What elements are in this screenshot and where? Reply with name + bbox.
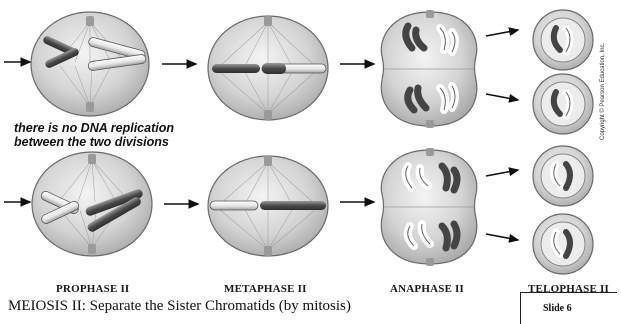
label-prophase: PROPHASE II (56, 283, 129, 295)
telophase-cell-3 (533, 146, 593, 206)
page-title: MEIOSIS II: Separate the Sister Chromati… (8, 298, 351, 315)
anaphase-cell-bottom (381, 148, 477, 266)
metaphase-cell-top (208, 16, 328, 120)
metaphase-cell-bottom (208, 156, 328, 256)
note-line-1: there is no DNA replication (14, 121, 174, 135)
label-anaphase: ANAPHASE II (390, 283, 464, 295)
arrow-ana-telo-top-1 (486, 30, 518, 36)
prophase-cell-bottom (32, 152, 152, 256)
copyright-credit: Copyright © Pearson Education, Inc. (600, 43, 606, 140)
prophase-cell-top (31, 12, 149, 116)
telophase-cell-2 (533, 74, 593, 134)
note-line-2: between the two divisions (14, 135, 174, 149)
slide-box: Slide 6 (520, 292, 617, 324)
arrow-ana-telo-top-2 (486, 94, 518, 100)
arrow-ana-telo-bottom-1 (486, 170, 518, 176)
anaphase-cell-top (381, 10, 477, 128)
telophase-cell-1 (533, 10, 593, 70)
note-text: there is no DNA replication between the … (14, 121, 174, 149)
label-metaphase: METAPHASE II (224, 283, 307, 295)
arrow-ana-telo-bottom-2 (486, 234, 518, 240)
slide-number: Slide 6 (543, 303, 572, 314)
telophase-cell-4 (533, 214, 593, 274)
